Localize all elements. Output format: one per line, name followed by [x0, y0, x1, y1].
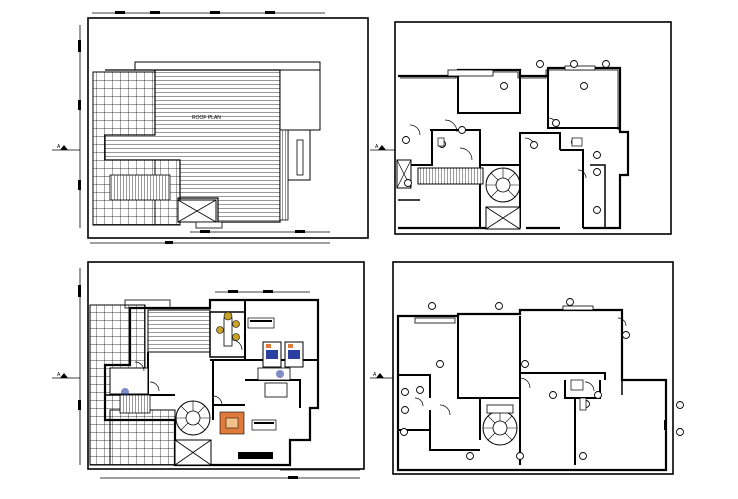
bed-icon	[262, 341, 304, 368]
section-arrow-icon: A	[370, 372, 393, 379]
section-arrow-icon: A	[370, 144, 395, 151]
roof-plan-panel: ROOF PLAN A	[52, 11, 369, 244]
lower-right-frame	[392, 261, 674, 475]
roof-plan-frame	[87, 17, 369, 239]
svg-text:A: A	[57, 372, 61, 378]
floor-plan-lower-right: A	[370, 261, 684, 475]
svg-text:A: A	[375, 144, 379, 150]
section-arrow-icon: A	[52, 372, 80, 379]
sofa-set	[219, 411, 245, 435]
circle-tag-icon	[400, 298, 684, 460]
circle-tag-icon	[402, 60, 610, 214]
roof-plan-label: ROOF PLAN	[192, 115, 221, 121]
straight-stair	[147, 309, 211, 353]
lower-left-frame	[87, 261, 365, 470]
svg-text:A: A	[57, 144, 61, 150]
upper-right-frame	[394, 21, 672, 235]
svg-text:A: A	[373, 372, 377, 378]
floor-plan-upper-right: A	[370, 21, 672, 235]
dining-set	[216, 311, 240, 347]
section-arrow-icon: A	[52, 144, 80, 151]
floor-plan-lower-left: A	[52, 261, 365, 479]
stair-straight	[417, 167, 484, 185]
